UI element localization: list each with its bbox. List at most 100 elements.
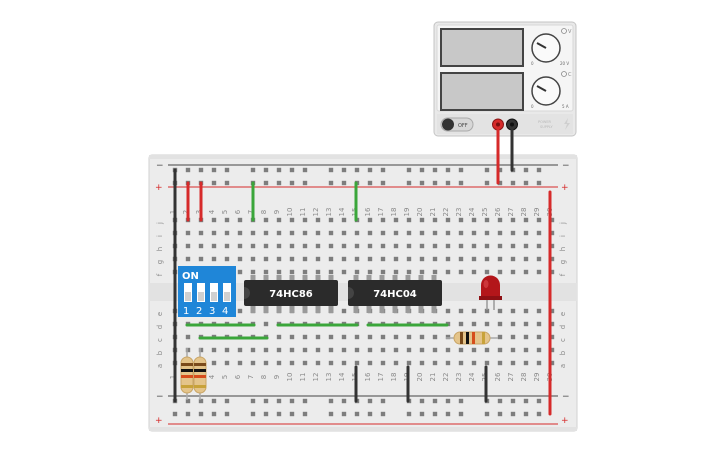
breadboard-hole[interactable] (302, 256, 308, 262)
breadboard-hole[interactable] (276, 243, 282, 249)
breadboard-hole[interactable] (445, 398, 451, 404)
breadboard-hole[interactable] (510, 347, 516, 353)
breadboard-hole[interactable] (341, 256, 347, 262)
breadboard-hole[interactable] (406, 217, 412, 223)
breadboard-hole[interactable] (549, 308, 555, 314)
breadboard-hole[interactable] (432, 347, 438, 353)
breadboard-hole[interactable] (549, 217, 555, 223)
breadboard-hole[interactable] (302, 217, 308, 223)
breadboard-hole[interactable] (367, 217, 373, 223)
breadboard-hole[interactable] (484, 243, 490, 249)
breadboard-hole[interactable] (510, 217, 516, 223)
breadboard-hole[interactable] (458, 308, 464, 314)
breadboard-hole[interactable] (367, 230, 373, 236)
breadboard-hole[interactable] (523, 308, 529, 314)
breadboard-hole[interactable] (497, 217, 503, 223)
breadboard-hole[interactable] (250, 243, 256, 249)
breadboard-hole[interactable] (406, 167, 412, 173)
breadboard-hole[interactable] (224, 167, 230, 173)
breadboard-hole[interactable] (224, 180, 230, 186)
breadboard-hole[interactable] (263, 256, 269, 262)
breadboard-hole[interactable] (536, 411, 542, 417)
breadboard-hole[interactable] (536, 321, 542, 327)
breadboard-hole[interactable] (263, 230, 269, 236)
breadboard-hole[interactable] (276, 411, 282, 417)
breadboard-hole[interactable] (536, 347, 542, 353)
breadboard-hole[interactable] (185, 167, 191, 173)
breadboard-hole[interactable] (432, 180, 438, 186)
breadboard-hole[interactable] (445, 360, 451, 366)
breadboard-hole[interactable] (497, 230, 503, 236)
breadboard-hole[interactable] (302, 360, 308, 366)
breadboard-hole[interactable] (328, 411, 334, 417)
breadboard-hole[interactable] (380, 180, 386, 186)
breadboard-hole[interactable] (302, 243, 308, 249)
breadboard-hole[interactable] (458, 347, 464, 353)
breadboard-hole[interactable] (211, 256, 217, 262)
breadboard-hole[interactable] (289, 217, 295, 223)
breadboard-hole[interactable] (367, 347, 373, 353)
breadboard-hole[interactable] (237, 256, 243, 262)
breadboard-hole[interactable] (276, 256, 282, 262)
breadboard-hole[interactable] (237, 217, 243, 223)
resistor-led[interactable] (446, 331, 498, 345)
breadboard-hole[interactable] (367, 180, 373, 186)
breadboard-hole[interactable] (432, 411, 438, 417)
breadboard-hole[interactable] (458, 180, 464, 186)
breadboard-hole[interactable] (523, 230, 529, 236)
dip-switch-toggle[interactable] (211, 292, 217, 301)
breadboard-hole[interactable] (536, 256, 542, 262)
breadboard-hole[interactable] (523, 269, 529, 275)
breadboard-hole[interactable] (224, 230, 230, 236)
breadboard-hole[interactable] (302, 334, 308, 340)
breadboard-hole[interactable] (510, 243, 516, 249)
breadboard-hole[interactable] (341, 334, 347, 340)
breadboard-hole[interactable] (237, 347, 243, 353)
breadboard-hole[interactable] (289, 411, 295, 417)
breadboard-hole[interactable] (224, 411, 230, 417)
breadboard-hole[interactable] (380, 398, 386, 404)
breadboard-hole[interactable] (315, 360, 321, 366)
breadboard-hole[interactable] (510, 398, 516, 404)
breadboard-hole[interactable] (523, 256, 529, 262)
breadboard-hole[interactable] (341, 230, 347, 236)
breadboard-hole[interactable] (536, 398, 542, 404)
breadboard-hole[interactable] (185, 243, 191, 249)
breadboard-hole[interactable] (211, 217, 217, 223)
breadboard-hole[interactable] (471, 256, 477, 262)
breadboard-hole[interactable] (341, 308, 347, 314)
breadboard-hole[interactable] (289, 334, 295, 340)
breadboard-hole[interactable] (497, 269, 503, 275)
breadboard-hole[interactable] (224, 347, 230, 353)
breadboard-hole[interactable] (380, 230, 386, 236)
breadboard-hole[interactable] (289, 269, 295, 275)
breadboard-hole[interactable] (419, 256, 425, 262)
breadboard-hole[interactable] (471, 269, 477, 275)
breadboard-hole[interactable] (224, 243, 230, 249)
breadboard-hole[interactable] (367, 334, 373, 340)
breadboard-hole[interactable] (328, 256, 334, 262)
breadboard-hole[interactable] (458, 167, 464, 173)
breadboard-hole[interactable] (250, 230, 256, 236)
breadboard-hole[interactable] (354, 269, 360, 275)
breadboard-hole[interactable] (419, 230, 425, 236)
breadboard-hole[interactable] (276, 360, 282, 366)
breadboard-hole[interactable] (341, 243, 347, 249)
breadboard-hole[interactable] (458, 411, 464, 417)
breadboard-hole[interactable] (276, 347, 282, 353)
breadboard-hole[interactable] (315, 269, 321, 275)
breadboard-hole[interactable] (549, 334, 555, 340)
breadboard-hole[interactable] (393, 230, 399, 236)
breadboard-hole[interactable] (536, 217, 542, 223)
breadboard-hole[interactable] (471, 243, 477, 249)
breadboard-hole[interactable] (393, 256, 399, 262)
breadboard-hole[interactable] (250, 256, 256, 262)
breadboard-hole[interactable] (224, 398, 230, 404)
breadboard-hole[interactable] (484, 308, 490, 314)
breadboard-hole[interactable] (406, 243, 412, 249)
breadboard-hole[interactable] (445, 334, 451, 340)
breadboard-hole[interactable] (458, 230, 464, 236)
breadboard-hole[interactable] (406, 411, 412, 417)
breadboard-hole[interactable] (510, 256, 516, 262)
breadboard-hole[interactable] (445, 180, 451, 186)
